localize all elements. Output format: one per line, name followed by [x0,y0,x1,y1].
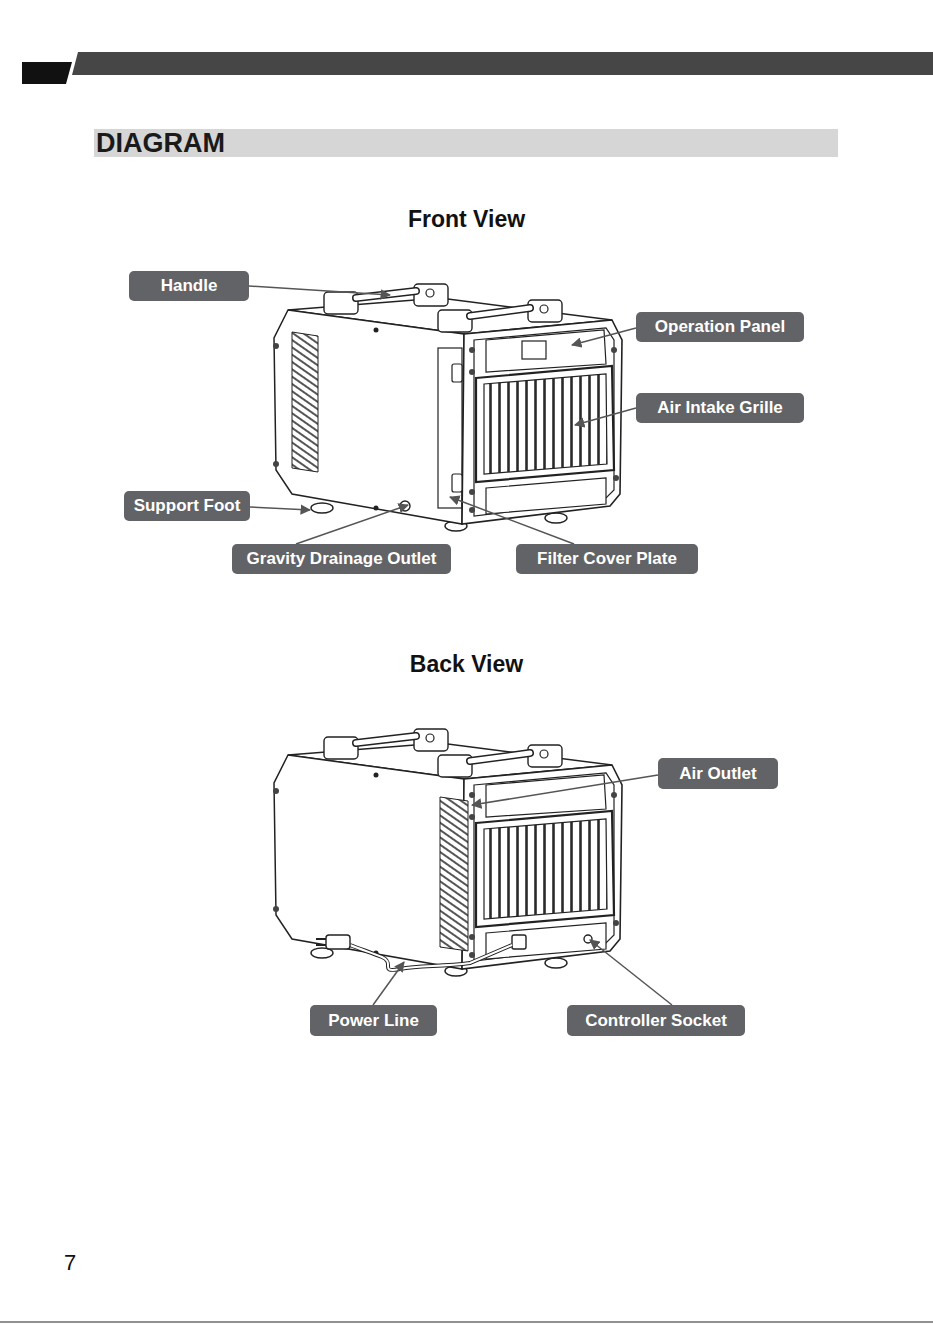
front-unit [273,284,622,531]
part-name: Support Foot [134,496,241,516]
back-unit [273,729,622,976]
part-name: Air Intake Grille [657,398,783,418]
footer-rule [0,1321,933,1322]
part-name: Air Outlet [679,764,756,784]
callout-box: Gravity Drainage Outlet [232,544,451,574]
part-name: Handle [161,276,218,296]
callout-box: Filter Cover Plate [516,544,698,574]
part-name: Filter Cover Plate [537,549,677,569]
callout-box: Operation Panel [636,312,804,342]
page-title: DIAGRAM [96,126,225,160]
callout-box: Air Intake Grille [636,393,804,423]
callout-box: Controller Socket [567,1005,745,1036]
leader-lines [249,286,672,1005]
page-number: 7 [64,1250,94,1276]
part-name: Operation Panel [655,317,785,337]
part-name: Controller Socket [585,1011,727,1031]
header-bar [72,52,933,75]
part-name: Power Line [328,1011,419,1031]
view-heading: Back View [0,651,933,678]
view-heading: Front View [0,206,933,233]
callout-box: Support Foot [124,491,250,521]
callout-box: Air Outlet [658,758,778,789]
callout-box: Power Line [310,1005,437,1036]
header-tab [22,62,72,84]
part-name: Gravity Drainage Outlet [247,549,437,569]
callout-box: Handle [129,271,249,301]
